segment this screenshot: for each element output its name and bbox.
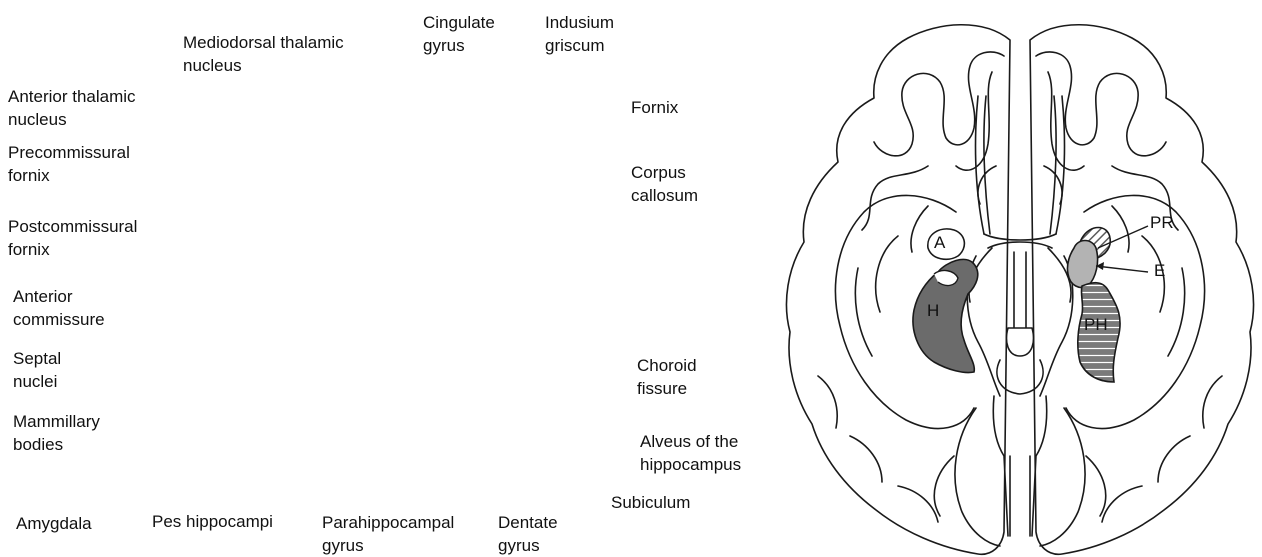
brain-label-a: A xyxy=(934,233,946,252)
pons-medulla xyxy=(993,396,1046,536)
label-choroid-fissure: Choroid fissure xyxy=(637,354,697,400)
right-entorhinal-region xyxy=(1067,241,1097,288)
label-fornix: Fornix xyxy=(631,96,678,119)
label-subiculum: Subiculum xyxy=(611,491,690,514)
label-corpus-callosum: Corpus callosum xyxy=(631,161,698,207)
label-mediodorsal-thalamic-nucleus: Mediodorsal thalamic nucleus xyxy=(183,31,344,77)
label-parahippocampal-gyrus: Parahippocampal gyrus xyxy=(322,511,454,557)
label-amygdala: Amygdala xyxy=(16,512,92,535)
label-mammillary-bodies: Mammillary bodies xyxy=(13,410,100,456)
brain-label-e: E xyxy=(1154,261,1165,280)
label-anterior-commissure: Anterior commissure xyxy=(13,285,105,331)
label-dentate-gyrus: Dentate gyrus xyxy=(498,511,558,557)
label-precommissural-fornix: Precommissural fornix xyxy=(8,141,130,187)
label-cingulate-gyrus: Cingulate gyrus xyxy=(423,11,495,57)
e-leader-line xyxy=(1096,266,1148,272)
brain-ventral-view: A H PR E PH xyxy=(778,16,1262,556)
brainstem xyxy=(967,252,1073,396)
label-septal-nuclei: Septal nuclei xyxy=(13,347,61,393)
label-postcommissural-fornix: Postcommissural fornix xyxy=(8,215,137,261)
label-alveus-of-the-hippocampus: Alveus of the hippocampus xyxy=(640,430,741,476)
right-frontal-gyri xyxy=(1036,52,1178,230)
left-frontal-gyri xyxy=(862,52,1004,230)
optic-chiasm xyxy=(969,234,1071,302)
label-anterior-thalamic-nucleus: Anterior thalamic nucleus xyxy=(8,85,136,131)
brain-label-ph: PH xyxy=(1084,315,1108,334)
brain-label-pr: PR xyxy=(1150,213,1174,232)
label-pes-hippocampi: Pes hippocampi xyxy=(152,510,273,533)
brain-label-h: H xyxy=(927,301,939,320)
label-indusium-griseum: Indusium griscum xyxy=(545,11,614,57)
